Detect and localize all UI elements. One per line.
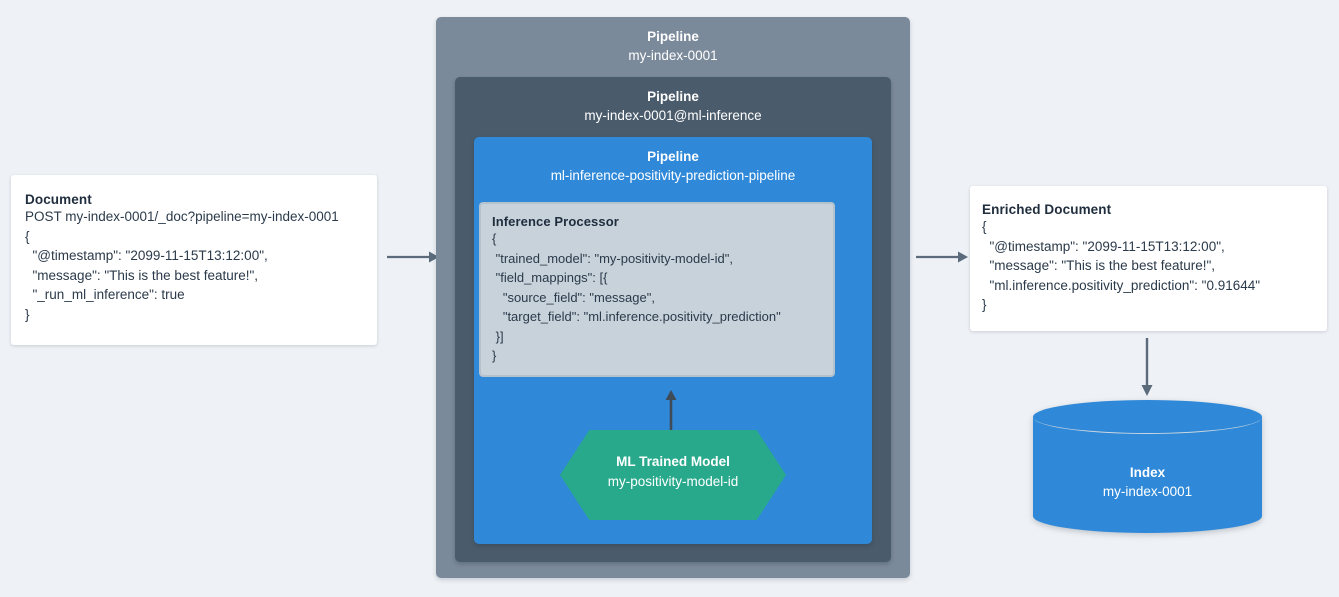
pipeline-inner-header: Pipeline ml-inference-positivity-predict… [474,137,872,186]
cylinder-bottom-ellipse [1033,499,1262,533]
document-line: POST my-index-0001/_doc?pipeline=my-inde… [25,209,339,224]
processor-line: { [492,231,497,246]
enriched-document-line: { [982,219,987,234]
ml-trained-model-label: ML Trained Model [616,454,730,469]
enriched-document-line: "message": "This is the best feature!", [982,258,1216,274]
index-cylinder: Index my-index-0001 [1033,400,1262,533]
document-line: "@timestamp": "2099-11-15T13:12:00", [25,248,268,264]
pipeline-middle-value: my-index-0001@ml-inference [584,108,762,123]
pipeline-outer-header: Pipeline my-index-0001 [436,17,910,66]
ml-trained-model-hexagon: ML Trained Model my-positivity-model-id [560,430,786,520]
document-title: Document [25,192,92,207]
enriched-document-card: Enriched Document { "@timestamp": "2099-… [970,186,1327,331]
pipeline-inner-label: Pipeline [647,149,699,164]
ml-trained-model-value: my-positivity-model-id [607,474,739,489]
index-value: my-index-0001 [1102,484,1193,499]
enriched-document-line: "ml.inference.positivity_prediction": "0… [982,277,1261,293]
inference-processor-title: Inference Processor [492,214,619,229]
processor-line: "field_mappings": [{ [492,270,608,285]
cylinder-top-ellipse [1033,400,1262,434]
enriched-document-line: "@timestamp": "2099-11-15T13:12:00", [982,238,1225,254]
pipeline-middle-header: Pipeline my-index-0001@ml-inference [455,77,891,126]
processor-line: "target_field": "ml.inference.positivity… [492,309,781,324]
pipeline-outer-value: my-index-0001 [628,48,718,63]
inference-processor-card: Inference Processor { "trained_model": "… [479,202,835,377]
document-card: Document POST my-index-0001/_doc?pipelin… [11,175,377,345]
arrow-enriched-document-to-index [1141,338,1153,396]
enriched-document-title: Enriched Document [982,202,1112,217]
enriched-document-line: } [982,297,987,313]
index-label: Index [1129,465,1166,480]
document-line: { [25,228,30,244]
pipeline-outer-label: Pipeline [647,29,699,44]
processor-line: }] [492,328,504,344]
document-line: "_run_ml_inference": true [25,287,185,303]
pipeline-middle-label: Pipeline [647,89,699,104]
processor-line: "trained_model": "my-positivity-model-id… [492,250,733,266]
processor-line: } [492,348,497,363]
arrow-model-to-processor [665,390,677,430]
processor-line: "source_field": "message", [492,289,655,305]
arrow-pipeline-to-enriched-document [916,251,968,263]
arrow-document-to-pipeline [387,251,439,263]
document-line: } [25,306,30,322]
index-label-group: Index my-index-0001 [1033,463,1262,502]
document-line: "message": "This is the best feature!", [25,267,259,283]
pipeline-inner-value: ml-inference-positivity-prediction-pipel… [550,168,796,183]
